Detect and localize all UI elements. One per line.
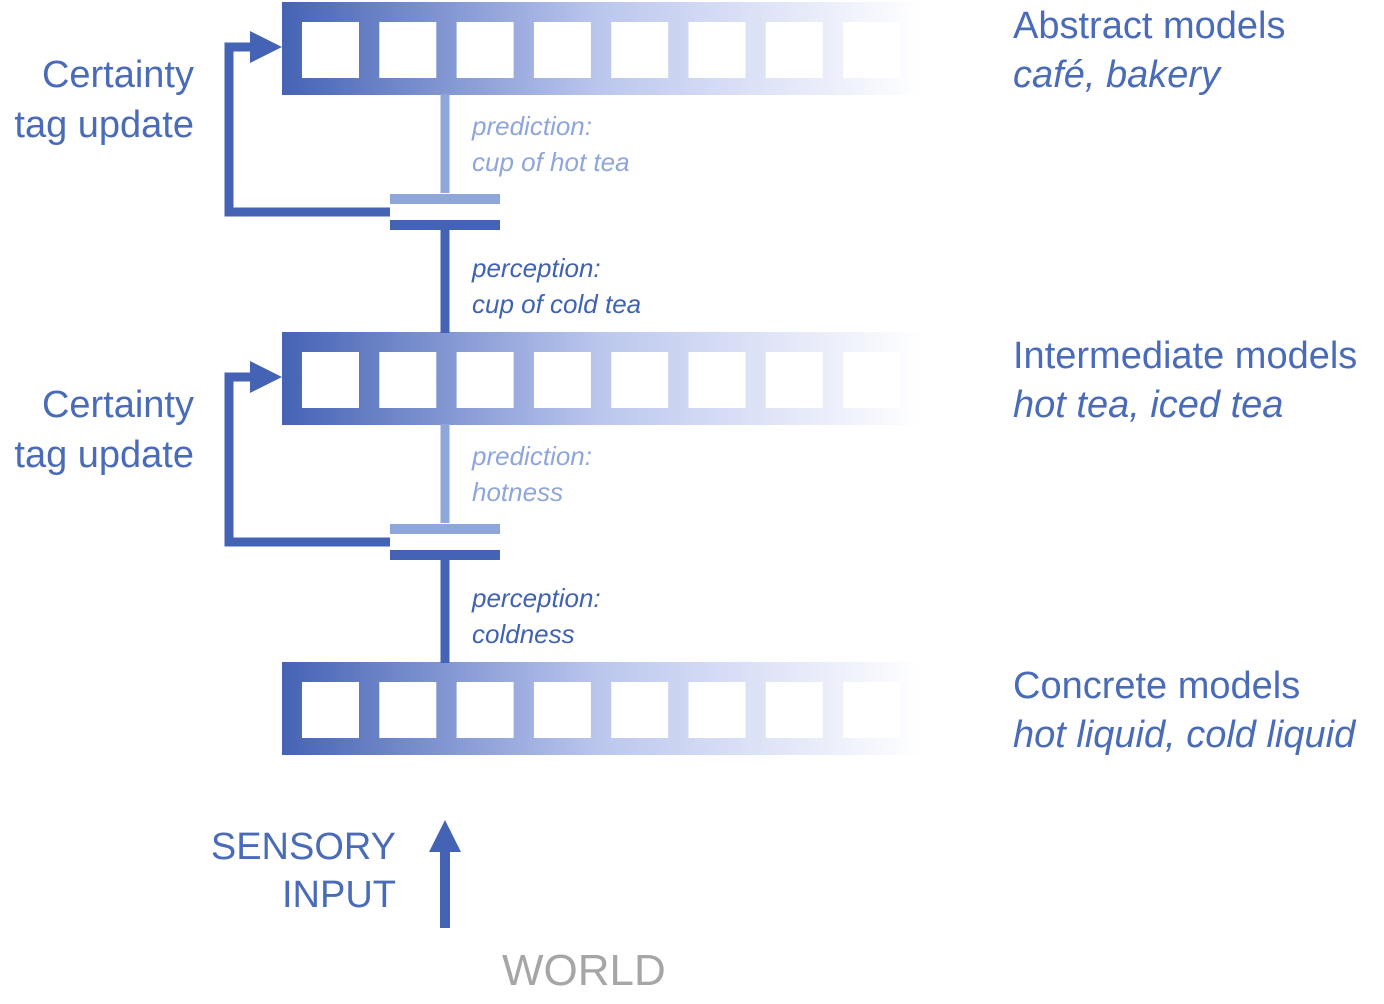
feedback-arrow-head xyxy=(250,361,282,393)
model-cell xyxy=(379,682,437,738)
level-examples-concrete: hot liquid, cold liquid xyxy=(1013,714,1356,756)
prediction-value: cup of hot tea xyxy=(472,147,630,177)
perception-label: perception: xyxy=(472,583,601,613)
model-cell xyxy=(533,352,591,408)
sensory-input-line2: INPUT xyxy=(282,874,396,916)
perception-comparator-bar xyxy=(390,220,500,230)
certainty-update-line2: tag update xyxy=(14,104,194,146)
model-cell xyxy=(379,352,437,408)
level-name-concrete: Concrete models xyxy=(1013,665,1301,707)
level-name-intermediate: Intermediate models xyxy=(1013,335,1358,377)
prediction-label: prediction: xyxy=(472,111,592,141)
level-bar-intermediate xyxy=(282,332,922,425)
level-name-abstract: Abstract models xyxy=(1013,5,1286,47)
prediction-value: hotness xyxy=(472,477,564,507)
feedback-arrow-head xyxy=(250,31,282,63)
model-cell xyxy=(456,682,514,738)
perception-comparator-bar xyxy=(390,550,500,560)
model-cell xyxy=(688,682,746,738)
feedback-loop-upper xyxy=(224,31,500,333)
level-examples-intermediate: hot tea, iced tea xyxy=(1013,384,1284,426)
model-cell xyxy=(688,352,746,408)
level-bar-concrete xyxy=(282,662,922,755)
model-cell xyxy=(456,352,514,408)
level-bar-frame xyxy=(282,332,922,425)
model-cell xyxy=(533,682,591,738)
certainty-update-line1: Certainty xyxy=(41,54,194,96)
level-bar-abstract xyxy=(282,2,922,95)
model-cell xyxy=(765,682,823,738)
level-bar-frame xyxy=(282,2,922,95)
perception-label: perception: xyxy=(472,253,601,283)
model-cell xyxy=(611,22,669,78)
prediction-label: prediction: xyxy=(472,441,592,471)
model-cell xyxy=(302,352,359,408)
model-cell xyxy=(456,22,514,78)
sensory-input-line1: SENSORY xyxy=(210,826,396,868)
level-bar-frame xyxy=(282,662,922,755)
feedback-loop-lower xyxy=(224,361,500,663)
model-cell xyxy=(843,352,901,408)
model-cell xyxy=(843,22,901,78)
perception-value: coldness xyxy=(472,619,575,649)
model-cell xyxy=(843,682,901,738)
certainty-update-line2: tag update xyxy=(14,434,194,476)
sensory-input-label: SENSORY INPUT xyxy=(176,823,396,919)
model-cell xyxy=(611,352,669,408)
model-cell xyxy=(688,22,746,78)
model-cell xyxy=(302,22,359,78)
prediction-comparator-bar xyxy=(390,524,500,534)
feedback-arrow-path xyxy=(224,42,390,217)
model-cell xyxy=(379,22,437,78)
level-examples-abstract: café, bakery xyxy=(1013,54,1220,96)
certainty-update-label-lower: Certainty tag update xyxy=(0,380,194,480)
certainty-update-label-upper: Certainty tag update xyxy=(0,50,194,150)
feedback-arrow-path xyxy=(224,372,390,547)
model-cell xyxy=(611,682,669,738)
prediction-comparator-bar xyxy=(390,194,500,204)
model-cell xyxy=(533,22,591,78)
certainty-update-line1: Certainty xyxy=(41,384,194,426)
sensory-input-arrow xyxy=(429,820,461,928)
model-cell xyxy=(765,352,823,408)
perception-value: cup of cold tea xyxy=(472,289,642,319)
world-label: WORLD xyxy=(502,946,666,995)
model-cell xyxy=(765,22,823,78)
model-cell xyxy=(302,682,359,738)
